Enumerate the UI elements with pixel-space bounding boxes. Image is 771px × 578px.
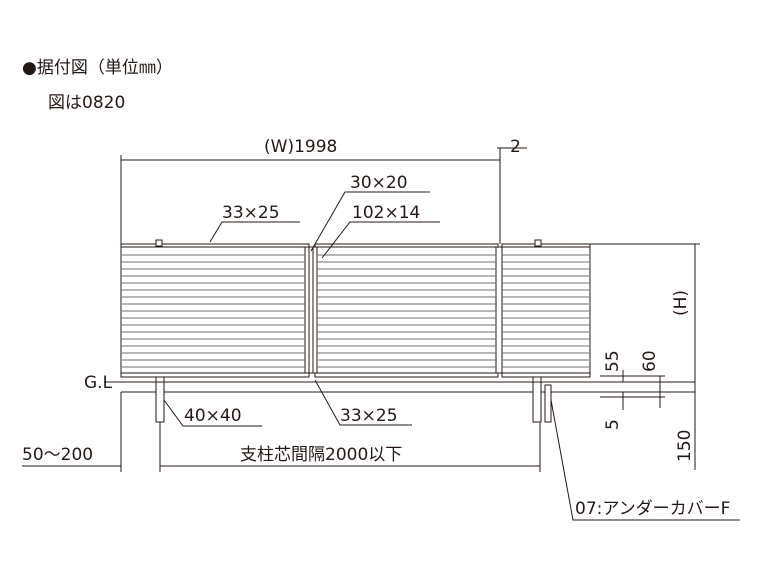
leader-cover <box>550 399 740 521</box>
ground-label: G.L <box>84 373 113 393</box>
dim-top-rail-label: 33×25 <box>222 203 280 223</box>
dim-55-label: 55 <box>603 350 623 372</box>
post-cap-left <box>155 239 163 247</box>
dim-width-label: (W)1998 <box>264 137 337 157</box>
dim-150-label: 150 <box>675 430 695 462</box>
mullion-center <box>312 246 318 374</box>
drawing-title: ●据付図（単位㎜） <box>22 58 173 78</box>
dim-60-label: 60 <box>640 350 660 372</box>
under-cover <box>544 384 552 423</box>
dim-bottom-rail-label: 33×25 <box>340 406 398 426</box>
dim-height-label: (H) <box>671 290 691 316</box>
dim-5-label: 5 <box>603 419 623 430</box>
mullion-right <box>495 246 503 374</box>
leader-post <box>163 399 262 427</box>
cover-label: 07:アンダーカバーF <box>575 499 730 519</box>
leader-mullion <box>310 191 430 252</box>
dim-pitch-label: 支柱芯間隔2000以下 <box>240 445 402 465</box>
leader-bottom-rail <box>314 379 412 426</box>
dim-post-label: 40×40 <box>184 406 242 426</box>
post-top-right <box>532 376 542 383</box>
post-top-left <box>155 376 165 383</box>
post-cap-right <box>534 239 542 247</box>
post-left <box>155 381 165 423</box>
dim-gap-label: 2 <box>510 137 521 157</box>
drawing-subtitle: 図は0820 <box>48 93 126 113</box>
fence-slats <box>122 254 589 368</box>
dim-slat-label: 102×14 <box>352 203 420 223</box>
post-right <box>532 381 542 423</box>
leader-top-rail <box>209 221 300 243</box>
dim-mullion-label: 30×20 <box>350 173 408 193</box>
leader-slat <box>321 221 440 259</box>
mullion-left <box>304 246 310 374</box>
dim-range-label: 50～200 <box>22 445 93 465</box>
